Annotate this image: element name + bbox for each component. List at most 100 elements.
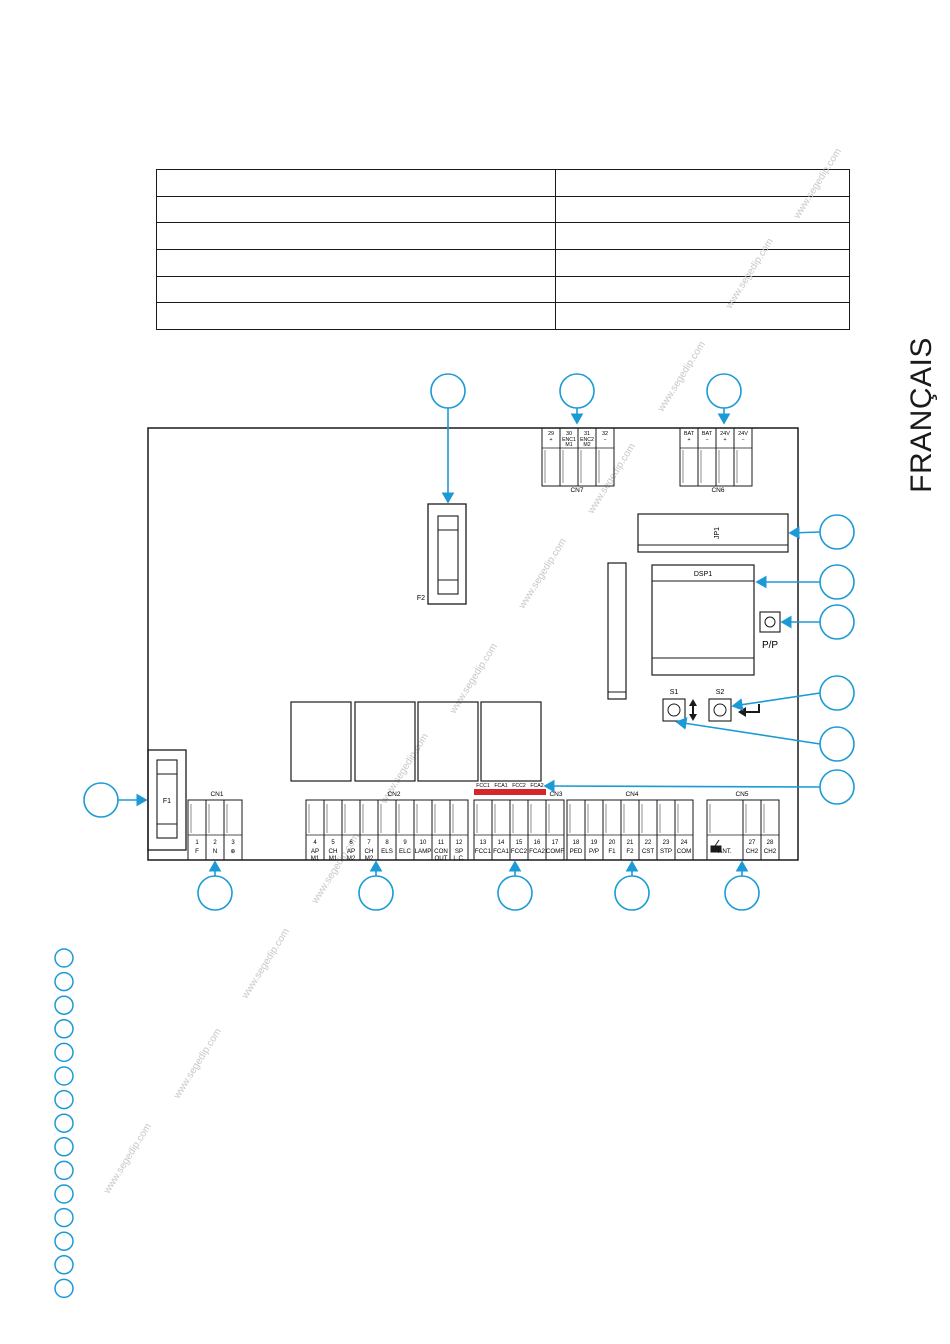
- terminal-signal: STP: [660, 848, 672, 855]
- terminal-signal: CH: [365, 848, 374, 855]
- callout-marker: [83, 782, 148, 818]
- terminal-number: BAT: [684, 431, 695, 437]
- display-dsp1: DSP1: [651, 564, 755, 676]
- callout-marker: [788, 514, 855, 550]
- button-s1: S1: [662, 689, 697, 722]
- terminal-signal: +: [687, 437, 690, 443]
- terminal: BAT−: [697, 427, 717, 487]
- terminal-signal: P/P: [589, 848, 599, 855]
- legend-marker: [54, 948, 74, 968]
- callout-marker: [755, 564, 855, 600]
- up-down-arrow-icon: [689, 699, 697, 721]
- callout-marker: [706, 373, 742, 425]
- pp-button: P/P: [759, 611, 781, 651]
- terminal-connectors: 1F2N3⊕CN14APM15CHM16APM27CHM28ELS9ELC10L…: [187, 427, 780, 862]
- watermark-text: www.segedip.com: [723, 237, 776, 312]
- led: FCA2: [528, 783, 546, 795]
- terminal-number: 19: [591, 840, 598, 846]
- terminal-signal: F2: [626, 848, 634, 855]
- terminal-number: 22: [645, 840, 652, 846]
- callout-marker: [543, 769, 855, 805]
- watermark-text: www.segedip.com: [447, 642, 500, 717]
- legend-marker: [54, 971, 74, 992]
- terminal-number: 12: [456, 840, 463, 846]
- legend-marker: [54, 1019, 74, 1039]
- terminal-signal: −: [741, 437, 744, 443]
- terminal: 3⊕: [223, 799, 243, 861]
- watermark-layer: www.segedip.com www.segedip.com www.segedi…: [101, 147, 844, 1197]
- terminal-signal: M2: [347, 855, 356, 862]
- terminal-signal: AP: [347, 848, 355, 855]
- legend-marker: [54, 1113, 74, 1133]
- terminal-signal: F1: [608, 848, 616, 855]
- watermark-text: www.segedip.com: [171, 1027, 224, 1102]
- terminal-signal: FCC2: [511, 848, 528, 855]
- led-label: FCC2: [512, 783, 526, 789]
- terminal-signal: ENC2: [580, 437, 594, 443]
- spec-cell: [156, 195, 556, 224]
- terminal: ANT.: [706, 799, 744, 861]
- legend-marker: [54, 1278, 74, 1299]
- spec-cell: [555, 222, 850, 250]
- terminal-number: 4: [313, 840, 317, 846]
- terminal: 24V−: [733, 427, 753, 487]
- terminal-number: 16: [534, 840, 541, 846]
- watermark-text: www.segedip.com: [791, 147, 844, 222]
- terminal-number: 31: [584, 431, 590, 437]
- callout-markers: [83, 373, 855, 911]
- terminal-number: 15: [516, 840, 523, 846]
- terminal-signal: CH2: [764, 848, 777, 855]
- callout-marker: [614, 860, 650, 911]
- watermark-text: www.segedip.com: [239, 927, 292, 1002]
- legend-marker: [54, 1207, 74, 1228]
- legend-marker: [54, 1231, 74, 1251]
- connector-label: CN5: [735, 791, 748, 798]
- terminal-number: 6: [349, 840, 353, 846]
- terminal-signal: COM: [677, 848, 691, 855]
- watermark-text: www.segedip.com: [309, 832, 362, 907]
- pp-button-label: P/P: [762, 640, 778, 651]
- terminal-signal: CH2: [746, 848, 759, 855]
- terminal-signal: ELS: [381, 848, 393, 855]
- callout-marker: [497, 860, 533, 911]
- terminal-signal: +: [723, 437, 726, 443]
- terminal-number: 10: [420, 840, 427, 846]
- watermark-text: www.segedip.com: [101, 1122, 154, 1197]
- terminal-number: 2: [213, 840, 217, 846]
- terminal-number: 13: [480, 840, 487, 846]
- spec-cell: [156, 275, 556, 304]
- terminal-signal: ENC1: [562, 437, 576, 443]
- terminal-number: 1: [195, 840, 199, 846]
- terminal: 32−: [595, 427, 615, 487]
- fuse-f1: F1: [147, 749, 187, 851]
- connector-label: CN6: [711, 487, 724, 494]
- terminal-signal: FCA1: [493, 848, 509, 855]
- terminal-signal: −: [603, 437, 606, 443]
- fuse-f2: F2: [417, 503, 467, 605]
- spec-row: [156, 302, 850, 330]
- terminal-signal: +: [549, 437, 552, 443]
- terminal-number: 18: [573, 840, 580, 846]
- terminal-signal: F: [195, 848, 199, 855]
- callout-marker: [358, 860, 394, 911]
- callout-marker: [559, 373, 595, 425]
- jumper-label: JP1: [714, 527, 721, 539]
- pcb-outline: [147, 427, 799, 861]
- terminal-number: 7: [367, 840, 371, 846]
- callout-marker: [780, 604, 855, 640]
- terminal-signal: −: [705, 437, 708, 443]
- display-label: DSP1: [694, 571, 712, 578]
- connector-label: CN2: [387, 791, 400, 798]
